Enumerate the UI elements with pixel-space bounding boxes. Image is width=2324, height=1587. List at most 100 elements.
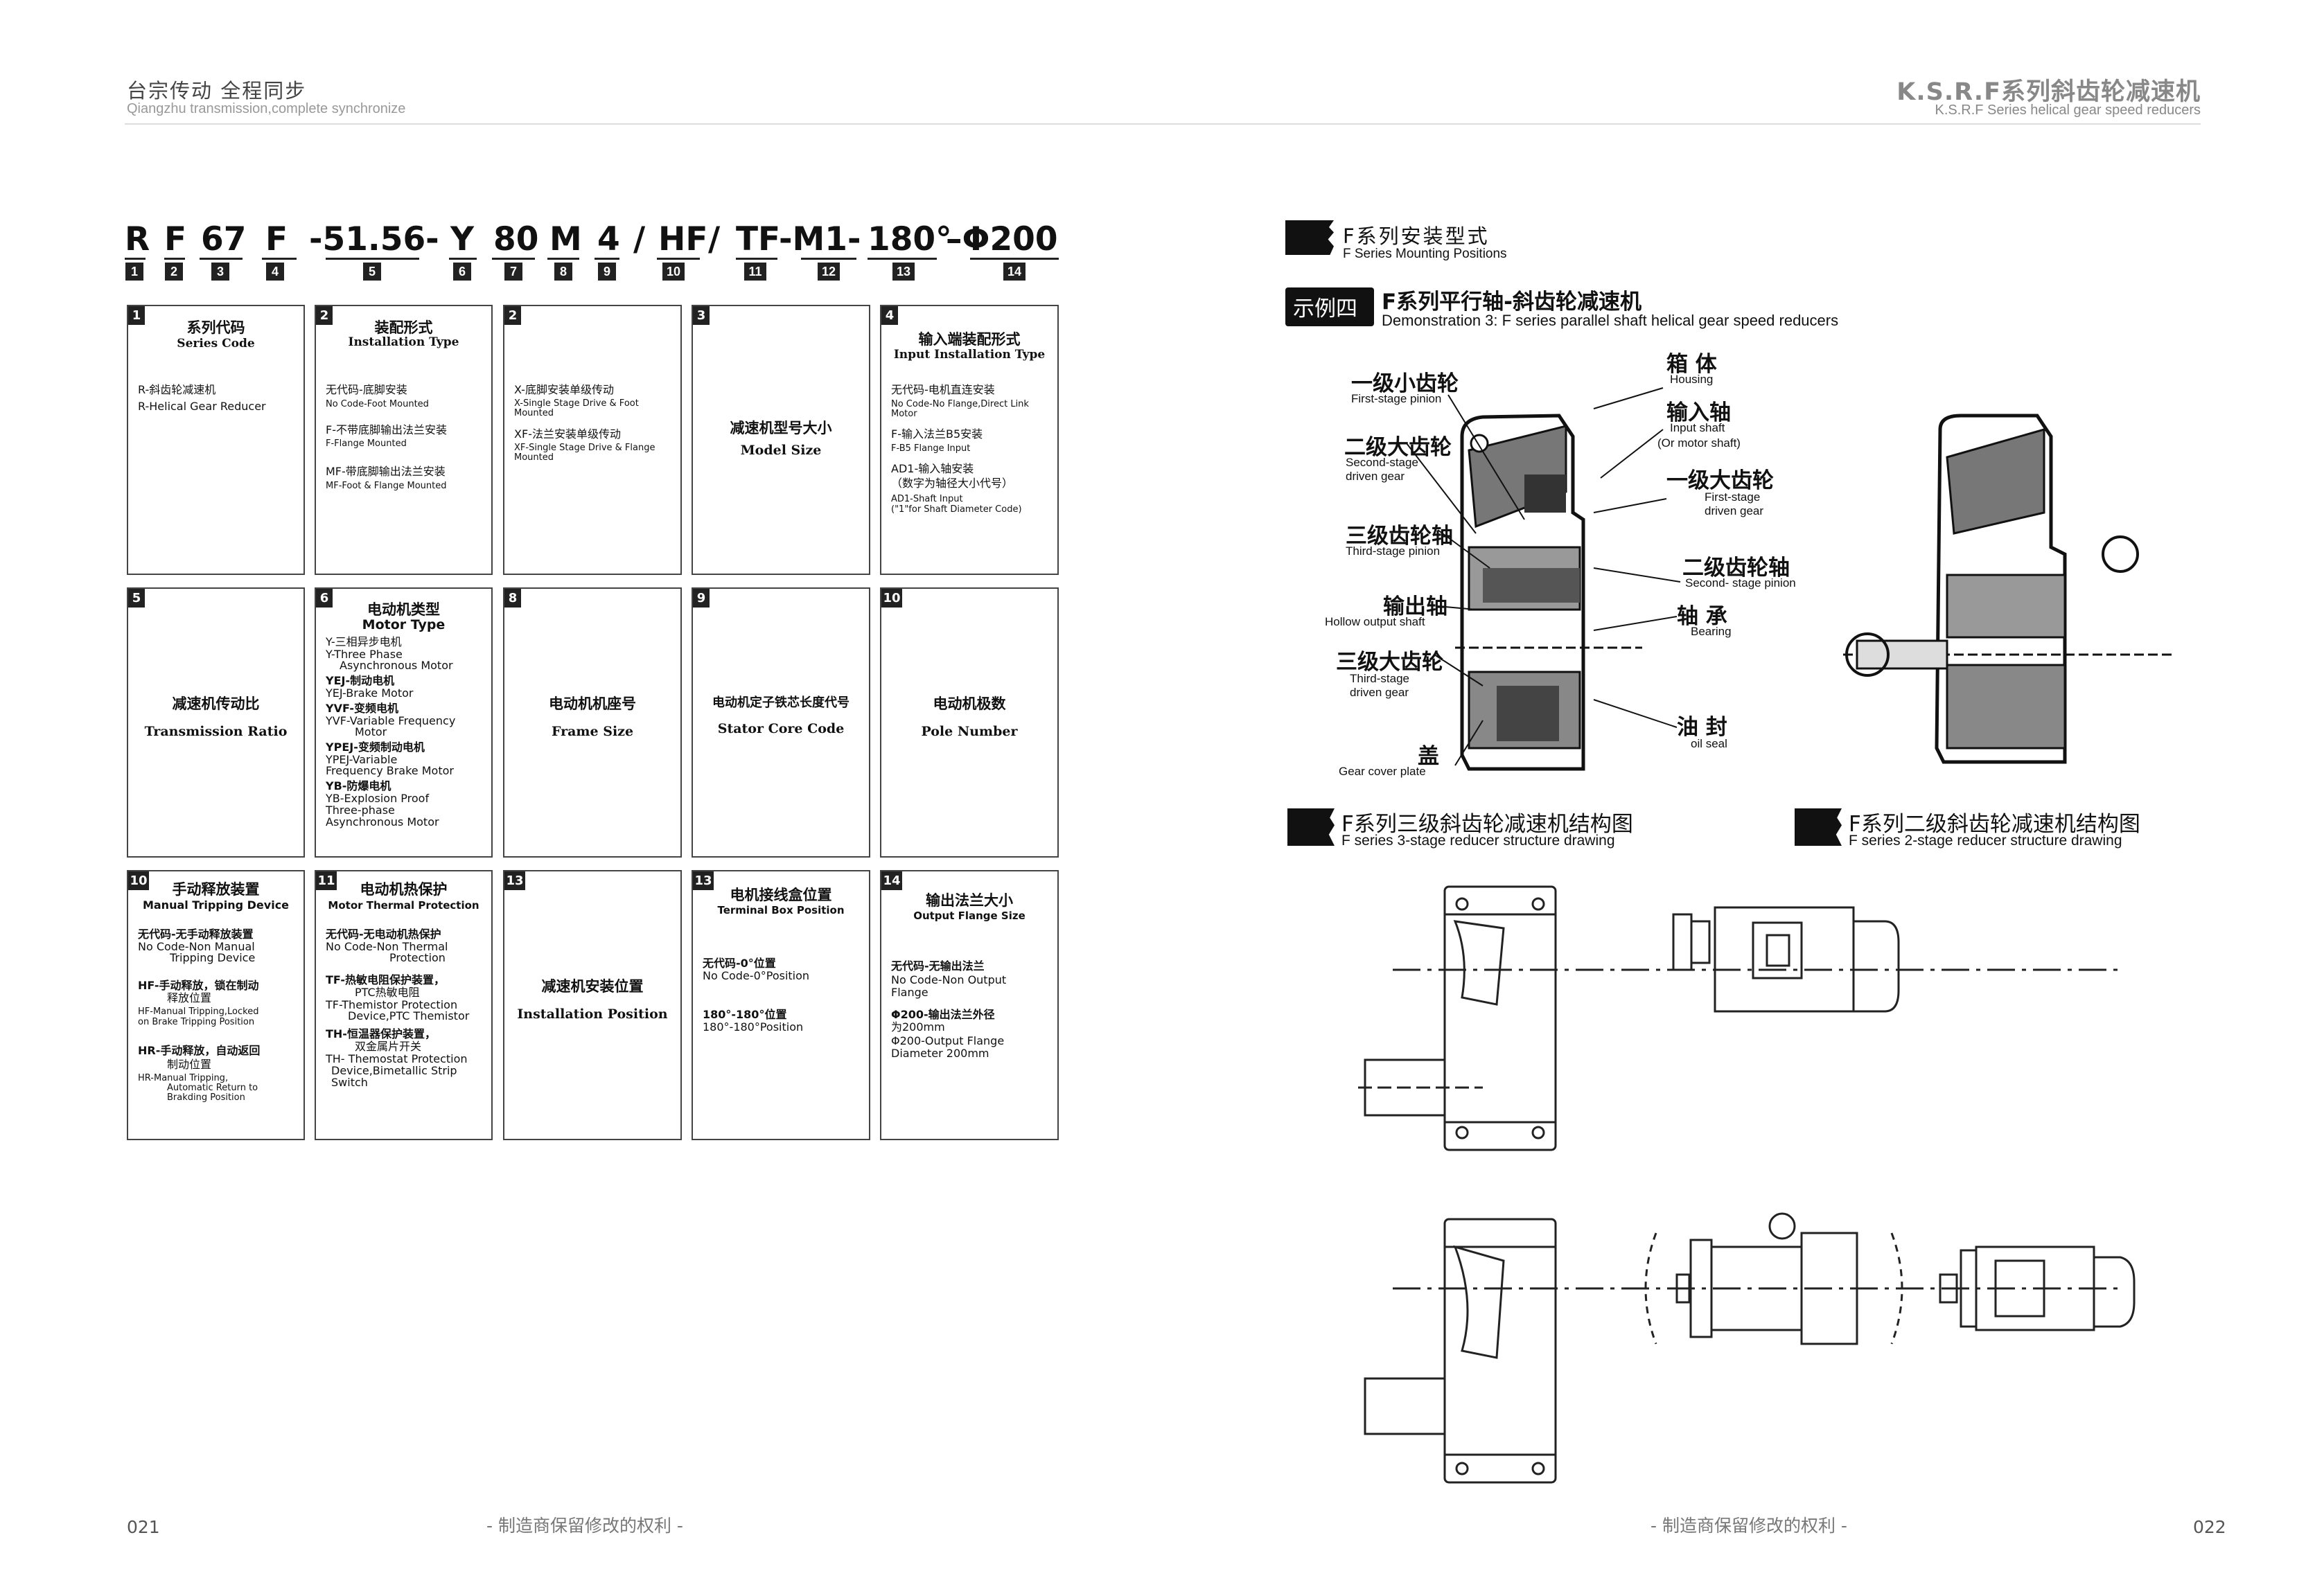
code-underline xyxy=(492,258,535,260)
box-line: 双金属片开关 xyxy=(355,1040,422,1053)
box-line: Y-Three Phase xyxy=(326,648,403,661)
box-line: Asynchronous Motor xyxy=(326,815,439,828)
label-output-en: Hollow output shaft xyxy=(1325,615,1425,628)
box-line: Device,Bimetallic Strip xyxy=(331,1064,457,1077)
label-input-cn: 输入轴 xyxy=(1666,400,1731,425)
box-title-en: Terminal Box Position xyxy=(717,904,845,916)
footer-note-right: - 制造商保留修改的权利 - xyxy=(1650,1516,1847,1536)
code-num-4: 4 xyxy=(266,263,284,281)
box-title-en: Installation Position xyxy=(517,1007,668,1022)
code-seg-9: 4 xyxy=(597,220,620,258)
label-cover-en: Gear cover plate xyxy=(1339,765,1426,778)
code-underline xyxy=(200,258,243,260)
label-bearing-en: Bearing xyxy=(1691,625,1732,638)
box-title-en: Transmission Ratio xyxy=(144,724,288,739)
box-line: 无代码-0°位置 xyxy=(703,957,776,970)
box-number: 1 xyxy=(128,306,145,325)
code-seg-10: / xyxy=(633,220,646,258)
box-title-cn: 减速机型号大小 xyxy=(730,420,832,436)
box-line: 180°-180°位置 xyxy=(703,1008,787,1021)
header-brand-en: Qiangzhu transmission,complete synchroni… xyxy=(127,101,406,116)
mounting-drawings xyxy=(1358,885,2136,1484)
box-line: AD1-Shaft Input xyxy=(891,494,963,504)
box-line: Asynchronous Motor xyxy=(340,659,453,672)
code-seg-11: HF xyxy=(658,220,708,258)
box-title-en: Motor Thermal Protection xyxy=(328,899,479,912)
box-number: 6 xyxy=(316,589,333,608)
box-line: MF-Foot & Flange Mounted xyxy=(326,481,447,491)
code-seg-8: M xyxy=(549,220,582,258)
box-title-cn: 手动释放装置 xyxy=(172,881,260,898)
box-line: Tripping Device xyxy=(170,951,256,964)
box-line: Device,PTC Themistor xyxy=(348,1009,470,1022)
box-title-cn: 电动机极数 xyxy=(933,695,1006,712)
box-line: 无代码-底脚安装 xyxy=(326,383,407,396)
box-line: No Code-Non Output xyxy=(891,973,1007,986)
label-seal-cn: 油 封 xyxy=(1677,715,1727,740)
footer-note-left: - 制造商保留修改的权利 - xyxy=(486,1516,683,1536)
box-line: HF-Manual Tripping,Locked xyxy=(138,1007,259,1017)
box-line: Frequency Brake Motor xyxy=(326,764,454,777)
box-line: AD1-输入轴安装 xyxy=(891,462,974,475)
box-line: X-底脚安装单级传动 xyxy=(514,383,614,396)
box-title-cn: 电动机定子铁芯长度代号 xyxy=(712,695,850,710)
code-underline xyxy=(125,258,146,260)
box-line: No Code-Foot Mounted xyxy=(326,399,429,409)
label-first-pinion-cn: 一级小齿轮 xyxy=(1351,371,1459,396)
code-seg-15: 180° xyxy=(868,220,952,258)
demo-title-en: Demonstration 3: F series parallel shaft… xyxy=(1382,312,1839,329)
box-title-cn: 电动机类型 xyxy=(367,601,440,618)
box-title-cn: 减速机安装位置 xyxy=(541,978,644,995)
caption-2stage-en: F series 2-stage reducer structure drawi… xyxy=(1849,833,2122,849)
box-line: Protection xyxy=(389,951,446,964)
box-line: 无代码-无电动机热保护 xyxy=(326,928,441,941)
box-pole-number: 10 电动机极数 Pole Number xyxy=(880,587,1059,858)
box-line: Φ200-Output Flange xyxy=(891,1034,1005,1047)
label-third-driven-en2: driven gear xyxy=(1350,686,1409,699)
box-line: 无代码-无手动释放装置 xyxy=(138,928,254,941)
box-frame-size: 8 电动机机座号 Frame Size xyxy=(503,587,682,858)
label-third-driven-cn: 三级大齿轮 xyxy=(1336,650,1443,675)
box-line: Switch xyxy=(331,1076,368,1089)
demo-title-cn: F系列平行轴-斜齿轮减速机 xyxy=(1382,290,1642,314)
box-line: No Code-No Flange,Direct Link Motor xyxy=(891,399,1029,419)
label-second-driven-en2: driven gear xyxy=(1346,470,1405,483)
header-title-cn: K.S.R.F系列斜齿轮减速机 xyxy=(1896,78,2201,106)
code-seg-14: -M1- xyxy=(779,220,861,258)
code-underline xyxy=(595,258,619,260)
code-underline xyxy=(326,258,419,260)
box-line: HF-手动释放，锁在制动 xyxy=(138,979,259,992)
section-tag xyxy=(1285,220,1334,255)
box-line: YEJ-Brake Motor xyxy=(326,686,414,700)
code-seg-6: Y xyxy=(450,220,475,258)
code-underline xyxy=(449,258,477,260)
code-num-7: 7 xyxy=(504,263,522,281)
box-title-cn: 输出法兰大小 xyxy=(926,892,1013,909)
box-number: 13 xyxy=(693,871,714,890)
box-line: PTC热敏电阻 xyxy=(355,986,420,999)
box-number: 11 xyxy=(316,871,337,890)
box-title-en: Frame Size xyxy=(551,724,634,739)
caption-tag xyxy=(1287,808,1335,846)
box-installation-position: 13 减速机安装位置 Installation Position xyxy=(503,870,682,1140)
code-seg-1: R xyxy=(125,220,150,258)
box-motor-type: 6 电动机类型 Motor Type Y-三相异步电机 Y-Three Phas… xyxy=(315,587,493,858)
box-line: Flange xyxy=(891,986,928,999)
code-seg-12: / xyxy=(708,220,721,258)
code-underline xyxy=(262,258,297,260)
code-seg-16: –Φ200 xyxy=(946,220,1058,258)
code-num-12: 12 xyxy=(818,263,840,281)
box-number: 5 xyxy=(128,589,145,608)
box-line: No Code-Non Thermal xyxy=(326,940,448,953)
label-second-driven-en: Second-stage xyxy=(1346,456,1418,469)
label-second-pinion-en: Second- stage pinion xyxy=(1685,576,1796,589)
box-line: F-不带底脚输出法兰安装 xyxy=(326,423,447,436)
box-line: TF-热敏电阻保护装置， xyxy=(326,973,445,986)
code-num-9: 9 xyxy=(598,263,616,281)
footer-page-right: 022 xyxy=(2193,1517,2226,1537)
box-thermal-protection: 11 电动机热保护 Motor Thermal Protection 无代码-无… xyxy=(315,870,493,1140)
box-manual-tripping: 10 手动释放装置 Manual Tripping Device 无代码-无手动… xyxy=(127,870,305,1140)
box-line: YPEJ-Variable xyxy=(326,753,398,766)
label-cover-cn: 盖 xyxy=(1418,744,1439,769)
code-underline xyxy=(547,258,579,260)
